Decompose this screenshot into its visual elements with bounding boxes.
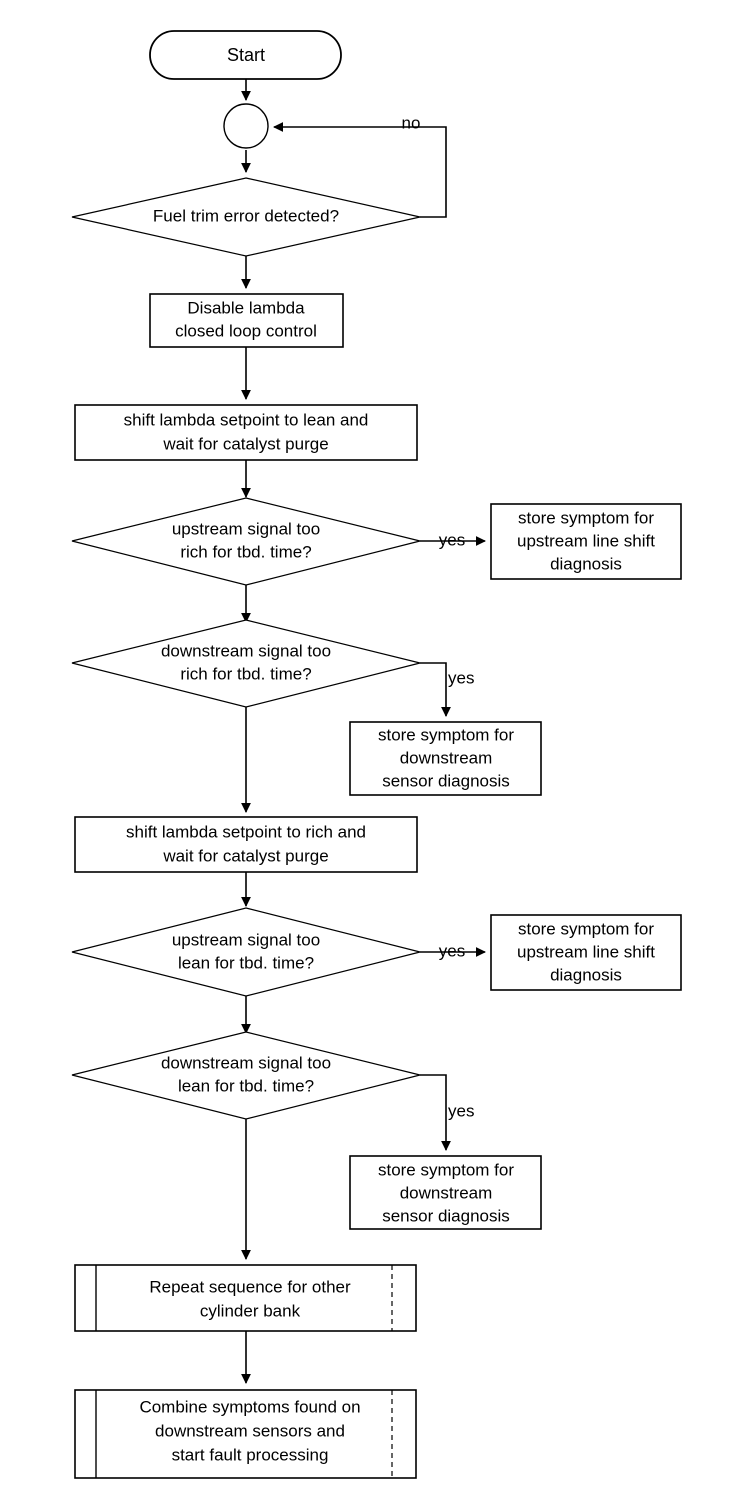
decision-downstream-lean-line1: downstream signal too	[161, 1053, 331, 1072]
node-subroutine-combine[interactable]: Combine symptoms found on downstream sen…	[74, 1389, 417, 1479]
node-store-upstream-rich[interactable]: store symptom for upstream line shift di…	[490, 503, 682, 580]
decision-downstream-rich-shape	[71, 619, 421, 708]
node-store-downstream-lean[interactable]: store symptom for downstream sensor diag…	[349, 1155, 542, 1230]
store-upstream-lean-shape	[490, 914, 682, 991]
node-junction[interactable]	[223, 103, 269, 149]
shift-lean-shape	[74, 404, 418, 461]
decision-downstream-rich-line2: rich for tbd. time?	[180, 664, 311, 683]
node-decision-fuel-trim[interactable]: Fuel trim error detected?	[71, 177, 421, 257]
node-store-upstream-lean[interactable]: store symptom for upstream line shift di…	[490, 914, 682, 991]
shift-rich-line2: wait for catalyst purge	[162, 846, 328, 865]
node-start[interactable]: Start	[149, 30, 342, 80]
decision-fuel-trim-shape	[71, 177, 421, 257]
store-upstream-lean-line3: diagnosis	[550, 965, 622, 984]
decision-upstream-rich-shape	[71, 497, 421, 586]
store-downstream-rich-line1: store symptom for	[378, 725, 514, 744]
combine-line1: Combine symptoms found on	[139, 1397, 360, 1416]
store-downstream-rich-shape	[349, 721, 542, 796]
connector-layer	[241, 79, 486, 1384]
edge-downstreamlean-yes	[420, 1074, 451, 1151]
start-label: Start	[227, 45, 265, 65]
store-upstream-rich-line3: diagnosis	[550, 554, 622, 573]
decision-upstream-lean-line2: lean for tbd. time?	[178, 953, 314, 972]
repeat-bank-line1: Repeat sequence for other	[149, 1277, 351, 1296]
node-decision-downstream-rich[interactable]: downstream signal too rich for tbd. time…	[71, 619, 421, 708]
store-upstream-lean-line2: upstream line shift	[517, 942, 655, 961]
disable-lambda-shape	[149, 293, 344, 348]
node-store-downstream-rich[interactable]: store symptom for downstream sensor diag…	[349, 721, 542, 796]
store-downstream-rich-line2: downstream	[400, 748, 493, 767]
node-shift-lean[interactable]: shift lambda setpoint to lean and wait f…	[74, 404, 418, 461]
node-subroutine-repeat-bank[interactable]: Repeat sequence for other cylinder bank	[74, 1264, 417, 1332]
store-downstream-lean-line2: downstream	[400, 1183, 493, 1202]
decision-upstream-rich-line1: upstream signal too	[172, 519, 320, 538]
shift-rich-shape	[74, 816, 418, 873]
edge-label-fuel-trim-no: no	[402, 113, 421, 132]
edge-fueltrim-no-loop	[273, 122, 447, 218]
store-upstream-rich-line2: upstream line shift	[517, 531, 655, 550]
edge-downstreamrich-yes	[420, 662, 451, 717]
edge-label-upstream-rich-yes: yes	[439, 530, 465, 549]
decision-upstream-lean-line1: upstream signal too	[172, 930, 320, 949]
disable-lambda-line1: Disable lambda	[187, 298, 305, 317]
decision-downstream-lean-shape	[71, 1031, 421, 1120]
node-decision-upstream-rich[interactable]: upstream signal too rich for tbd. time?	[71, 497, 421, 586]
store-downstream-lean-line1: store symptom for	[378, 1160, 514, 1179]
start-shape	[149, 30, 342, 80]
shift-lean-line2: wait for catalyst purge	[162, 434, 328, 453]
decision-downstream-lean-line2: lean for tbd. time?	[178, 1076, 314, 1095]
decision-upstream-lean-shape	[71, 907, 421, 997]
store-upstream-rich-line1: store symptom for	[518, 508, 654, 527]
junction-circle	[223, 103, 269, 149]
node-shift-rich[interactable]: shift lambda setpoint to rich and wait f…	[74, 816, 418, 873]
combine-line2: downstream sensors and	[155, 1421, 345, 1440]
shift-rich-line1: shift lambda setpoint to rich and	[126, 822, 366, 841]
combine-shape	[74, 1389, 417, 1479]
store-downstream-rich-line3: sensor diagnosis	[382, 771, 510, 790]
node-decision-downstream-lean[interactable]: downstream signal too lean for tbd. time…	[71, 1031, 421, 1120]
store-upstream-rich-shape	[490, 503, 682, 580]
edge-label-upstream-lean-yes: yes	[439, 941, 465, 960]
edge-label-downstream-rich-yes: yes	[448, 668, 474, 687]
node-decision-upstream-lean[interactable]: upstream signal too lean for tbd. time?	[71, 907, 421, 997]
combine-line3: start fault processing	[172, 1445, 329, 1464]
store-downstream-lean-shape	[349, 1155, 542, 1230]
shift-lean-line1: shift lambda setpoint to lean and	[124, 410, 369, 429]
store-upstream-lean-line1: store symptom for	[518, 919, 654, 938]
repeat-bank-line2: cylinder bank	[200, 1301, 301, 1320]
node-disable-lambda[interactable]: Disable lambda closed loop control	[149, 293, 344, 348]
decision-upstream-rich-line2: rich for tbd. time?	[180, 542, 311, 561]
decision-downstream-rich-line1: downstream signal too	[161, 641, 331, 660]
decision-fuel-trim-label: Fuel trim error detected?	[153, 206, 339, 225]
store-downstream-lean-line3: sensor diagnosis	[382, 1206, 510, 1225]
edge-label-downstream-lean-yes: yes	[448, 1101, 474, 1120]
disable-lambda-line2: closed loop control	[175, 321, 317, 340]
repeat-bank-shape	[74, 1264, 417, 1332]
